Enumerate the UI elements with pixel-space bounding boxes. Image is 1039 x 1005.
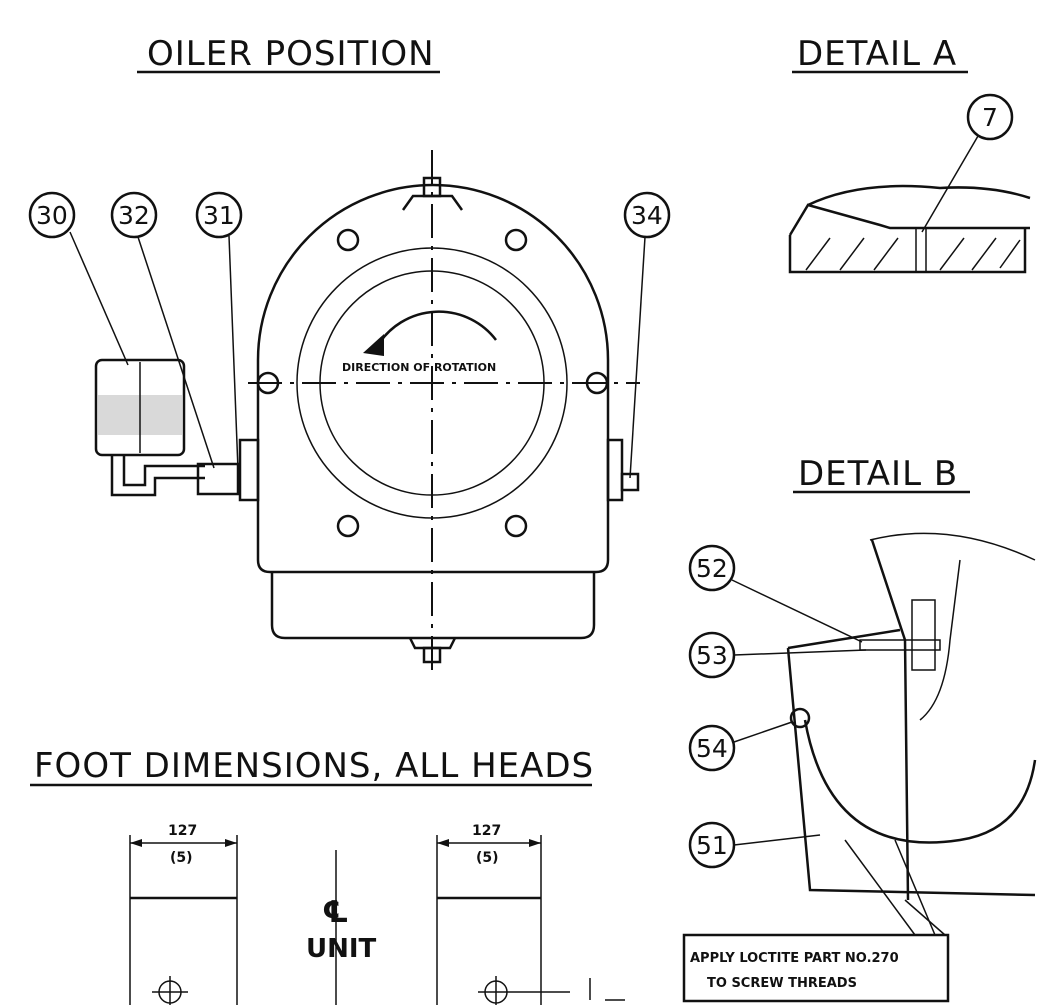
- gearbox-front-view: [238, 150, 640, 670]
- foot-dimensions-title: FOOT DIMENSIONS, ALL HEADS: [34, 746, 594, 786]
- foot-right: [436, 835, 625, 1005]
- svg-text:34: 34: [631, 201, 663, 230]
- note-leader-3: [904, 899, 946, 936]
- foot-left-dim: 127: [168, 823, 197, 839]
- callout-34: 34: [623, 191, 671, 479]
- foot-left-dim-inches: (5): [170, 850, 193, 866]
- svg-text:53: 53: [696, 641, 728, 670]
- callout-31: 31: [195, 191, 243, 471]
- direction-of-rotation-label: DIRECTION OF ROTATION: [342, 361, 496, 374]
- svg-text:7: 7: [982, 103, 998, 132]
- foot-right-dim-inches: (5): [476, 850, 499, 866]
- callout-30: 30: [28, 191, 129, 366]
- svg-text:51: 51: [696, 831, 728, 860]
- centerline-symbol: ℄: [322, 895, 349, 930]
- svg-text:32: 32: [118, 201, 150, 230]
- oiler-assembly: [94, 358, 240, 497]
- callout-7: 7: [921, 93, 1014, 233]
- loctite-note: APPLY LOCTITE PART NO.270 TO SCREW THREA…: [682, 933, 950, 1003]
- detail-a-title: DETAIL A: [797, 34, 957, 74]
- callout-54: 54: [688, 721, 793, 772]
- callout-32: 32: [110, 191, 215, 469]
- oiler-position-title: OILER POSITION: [147, 34, 435, 74]
- foot-right-dim: 127: [472, 823, 501, 839]
- callout-52: 52: [688, 544, 863, 643]
- note-leader-1: [844, 839, 916, 936]
- svg-text:52: 52: [696, 554, 728, 583]
- callout-53: 53: [688, 631, 867, 679]
- svg-text:APPLY LOCTITE PART NO.270: APPLY LOCTITE PART NO.270: [690, 951, 899, 966]
- svg-text:TO SCREW THREADS: TO SCREW THREADS: [707, 976, 857, 991]
- detail-b-section: [786, 532, 1037, 901]
- detail-a-section: [788, 184, 1031, 274]
- note-leader-2: [894, 839, 936, 936]
- detail-b-title: DETAIL B: [798, 454, 958, 494]
- svg-text:31: 31: [203, 201, 235, 230]
- foot-left: [129, 835, 238, 1005]
- unit-label: UNIT: [306, 934, 377, 964]
- callout-51: 51: [688, 821, 821, 869]
- svg-text:54: 54: [696, 734, 728, 763]
- svg-text:30: 30: [36, 201, 68, 230]
- rotation-arrowhead-icon: [363, 334, 384, 356]
